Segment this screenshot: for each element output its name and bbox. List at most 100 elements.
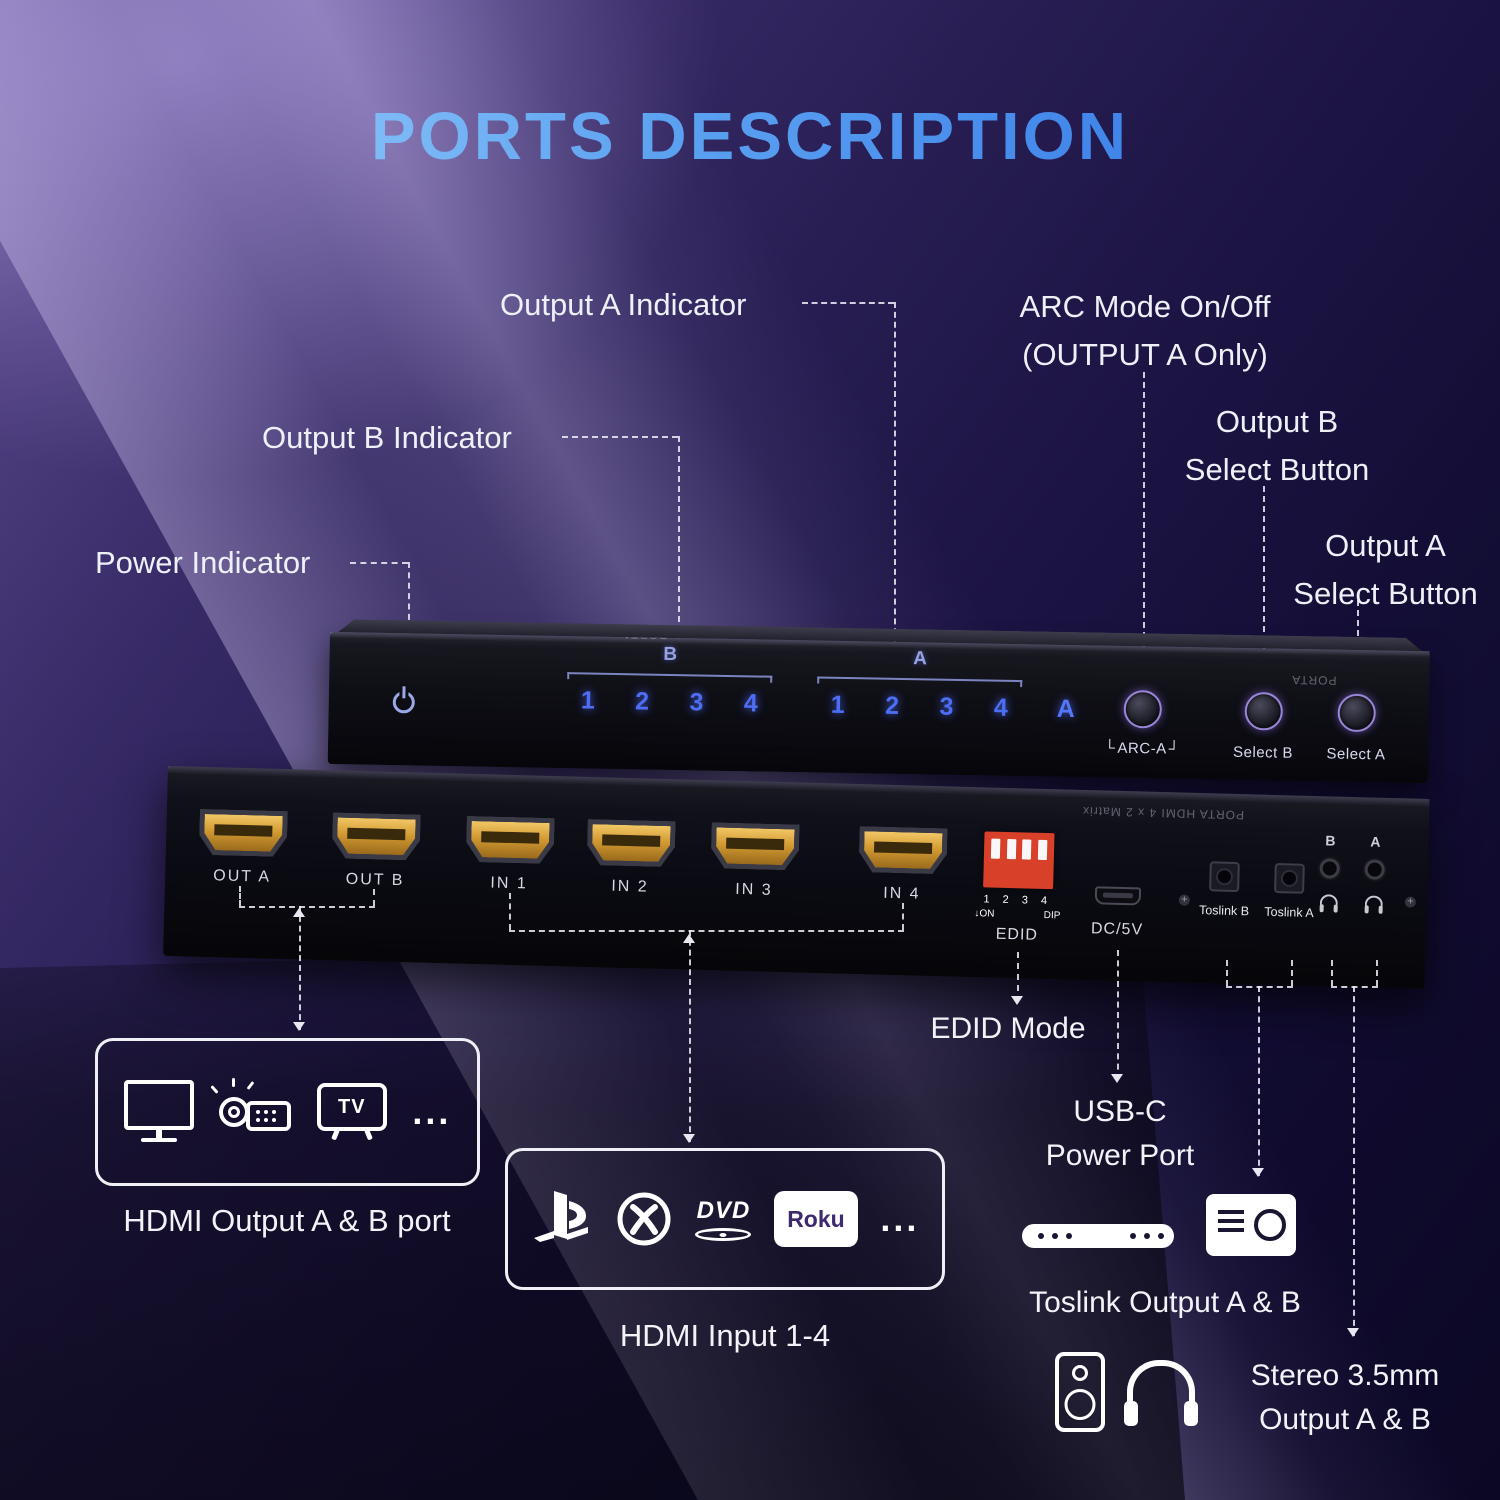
monitor-icon bbox=[123, 1080, 194, 1130]
dc5v-label: DC/5V bbox=[1090, 920, 1144, 939]
label-arc-mode-line2: (OUTPUT A Only) bbox=[1022, 337, 1268, 373]
dashed-connector bbox=[1117, 950, 1119, 1080]
dashed-connector bbox=[1017, 952, 1019, 1002]
label-output-a-select: Output A Select Button bbox=[1293, 528, 1478, 612]
dashed-connector bbox=[1226, 960, 1228, 986]
pedestal-shadow bbox=[0, 940, 1185, 1500]
select-a-button-label: Select A bbox=[1326, 745, 1386, 764]
dashed-connector bbox=[1263, 486, 1265, 692]
output-b-indicators: 1 2 3 4 bbox=[567, 686, 772, 719]
playstation-icon bbox=[534, 1191, 589, 1242]
av-receiver-icon bbox=[1206, 1194, 1296, 1256]
edid-mode-caption: EDID Mode bbox=[930, 1012, 1086, 1045]
brand-logo: PORTA bbox=[621, 627, 668, 642]
label-output-b-indicator: Output B Indicator bbox=[262, 420, 512, 455]
indicator-b-1: 1 bbox=[580, 686, 595, 715]
dashed-connector bbox=[509, 930, 904, 932]
indicator-a-1: 1 bbox=[830, 690, 845, 719]
dashed-connector bbox=[239, 906, 375, 908]
speaker-icon bbox=[1055, 1352, 1105, 1432]
toslink-port-a bbox=[1274, 863, 1305, 894]
stereo-jack-a bbox=[1364, 859, 1385, 880]
arrowhead bbox=[293, 908, 305, 917]
label-arc-mode-line1: ARC Mode On/Off bbox=[1019, 289, 1271, 324]
dip-on-label: ↓ON bbox=[974, 908, 995, 920]
port-label-out-a: OUT A bbox=[213, 867, 272, 886]
port-label-out-b: OUT B bbox=[345, 870, 405, 890]
dashed-connector bbox=[1376, 960, 1378, 986]
usbc-power-port bbox=[1094, 886, 1142, 906]
dip-markings: ↓ON DIP bbox=[974, 908, 1060, 921]
dashed-connector bbox=[802, 302, 894, 304]
edid-label: EDID bbox=[995, 925, 1039, 944]
select-a-button bbox=[1337, 693, 1377, 733]
ellipsis: ... bbox=[412, 1090, 452, 1132]
label-power-indicator: Power Indicator bbox=[95, 545, 311, 580]
xbox-icon bbox=[617, 1192, 671, 1246]
indicator-b-4: 4 bbox=[743, 689, 759, 718]
port-label-in-4: IN 4 bbox=[883, 884, 921, 903]
dashed-connector bbox=[509, 893, 511, 930]
label-output-b-select: Output B Select Button bbox=[1184, 404, 1370, 488]
toslink-port-b bbox=[1209, 861, 1240, 893]
indicator-group-b-label: B bbox=[663, 643, 678, 666]
label-arc-mode: ARC Mode On/Off (OUTPUT A Only) bbox=[985, 283, 1305, 379]
indicator-b-2: 2 bbox=[634, 687, 650, 716]
arrowhead bbox=[1011, 996, 1023, 1005]
port-label-in-3: IN 3 bbox=[735, 880, 773, 899]
hdmi-port-in-2 bbox=[587, 819, 676, 867]
dashed-connector bbox=[902, 903, 904, 930]
select-b-button bbox=[1244, 691, 1284, 731]
dashed-connector bbox=[299, 906, 301, 1030]
usbc-caption: USB-C Power Port bbox=[1045, 1095, 1195, 1172]
indicator-b-3: 3 bbox=[689, 688, 704, 717]
hdmi-input-devices-box: DVD Roku ... bbox=[505, 1148, 945, 1290]
label-output-a-indicator: Output A Indicator bbox=[500, 287, 747, 322]
arrowhead bbox=[1252, 1168, 1264, 1177]
dashed-connector bbox=[1331, 960, 1333, 986]
jack-a-label: A bbox=[1370, 833, 1381, 850]
dip-pin bbox=[1038, 839, 1048, 861]
device-rear-panel: PORTA HDMI 4 x 2 Matrix OUT A OUT B IN 1… bbox=[163, 766, 1430, 989]
arc-button-label: ARC-A bbox=[1094, 739, 1190, 758]
dashed-connector bbox=[373, 889, 375, 906]
output-a-indicators: 1 2 3 4 bbox=[817, 691, 1022, 724]
device-front-panel: PORTA PORTA B 1 2 3 4 A 1 2 3 4 A ARC-A … bbox=[327, 627, 1430, 784]
arc-led-label: A bbox=[1056, 694, 1076, 724]
dvd-icon: DVD bbox=[695, 1197, 752, 1241]
hdmi-input-caption: HDMI Input 1-4 bbox=[619, 1318, 831, 1353]
tv-icon: TV bbox=[316, 1083, 387, 1131]
toslink-a-label: Toslink A bbox=[1264, 904, 1314, 921]
ellipsis: ... bbox=[880, 1197, 920, 1239]
hdmi-port-in-1 bbox=[466, 816, 555, 864]
dip-pin bbox=[1022, 839, 1032, 860]
port-label-in-2: IN 2 bbox=[611, 877, 649, 896]
dashed-connector bbox=[1353, 986, 1355, 1336]
jack-b-label: B bbox=[1325, 832, 1336, 849]
indicator-a-3: 3 bbox=[939, 692, 954, 721]
port-label-in-1: IN 1 bbox=[490, 874, 528, 893]
arc-button bbox=[1123, 689, 1163, 729]
dashed-connector bbox=[239, 886, 241, 906]
stereo-jack-b bbox=[1319, 858, 1340, 879]
dashed-connector bbox=[562, 436, 678, 438]
dip-dip-label: DIP bbox=[1043, 909, 1061, 922]
hdmi-port-out-a bbox=[199, 809, 288, 857]
screw bbox=[1404, 896, 1417, 908]
indicator-a-4: 4 bbox=[993, 693, 1009, 722]
dip-numbers: 1 2 3 4 bbox=[983, 893, 1053, 908]
page-title: PORTS DESCRIPTION bbox=[0, 98, 1500, 175]
arrowhead bbox=[1347, 1328, 1359, 1337]
roku-icon: Roku bbox=[773, 1191, 858, 1247]
dip-pin bbox=[1006, 838, 1016, 860]
headphone-icon bbox=[1364, 895, 1384, 908]
hdmi-port-out-b bbox=[332, 812, 421, 860]
dashed-connector bbox=[678, 436, 680, 652]
group-b-bracket bbox=[567, 672, 773, 683]
arrowhead bbox=[683, 1134, 695, 1143]
stereo-caption: Stereo 3.5mm Output A & B bbox=[1250, 1359, 1440, 1436]
dashed-connector bbox=[350, 562, 408, 564]
hdmi-port-in-4 bbox=[858, 826, 947, 874]
projector-icon bbox=[210, 1078, 292, 1135]
